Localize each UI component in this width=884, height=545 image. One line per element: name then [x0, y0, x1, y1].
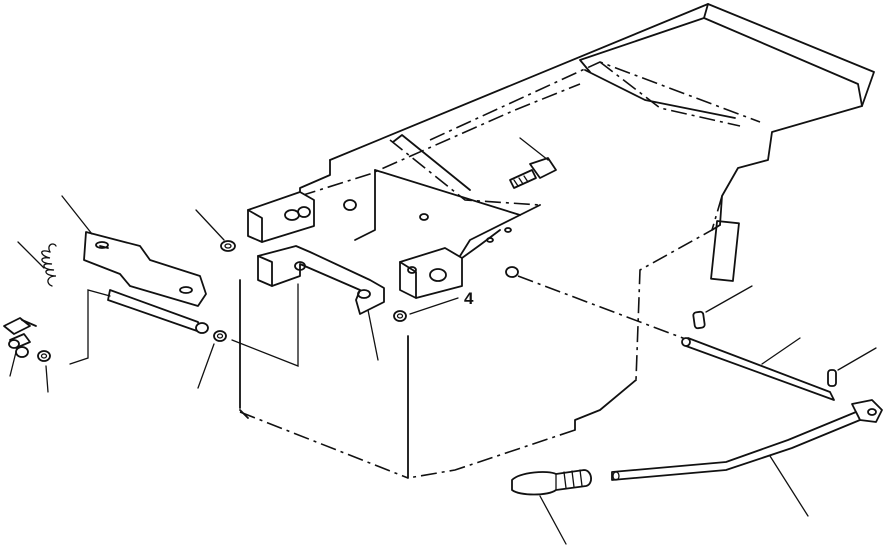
- long-rod: [517, 275, 835, 401]
- washer-top: [195, 209, 236, 252]
- mounting-bracket: [257, 245, 385, 361]
- plate: [61, 195, 207, 307]
- bolt: [509, 137, 557, 189]
- spring: [17, 241, 57, 287]
- link-pin: [3, 317, 37, 377]
- washer-mid: [197, 330, 227, 389]
- washer-left: [37, 350, 51, 393]
- washer-callout-4: [393, 297, 459, 322]
- housing: [239, 3, 875, 479]
- left-boss: [247, 191, 429, 243]
- lever: [611, 399, 883, 517]
- grip-knob: [511, 469, 592, 545]
- pin-upper: [692, 285, 753, 330]
- right-boss: [399, 227, 519, 299]
- pin-lower: [827, 347, 877, 387]
- shaft: [69, 283, 299, 367]
- callout-label-4: 4: [464, 289, 474, 308]
